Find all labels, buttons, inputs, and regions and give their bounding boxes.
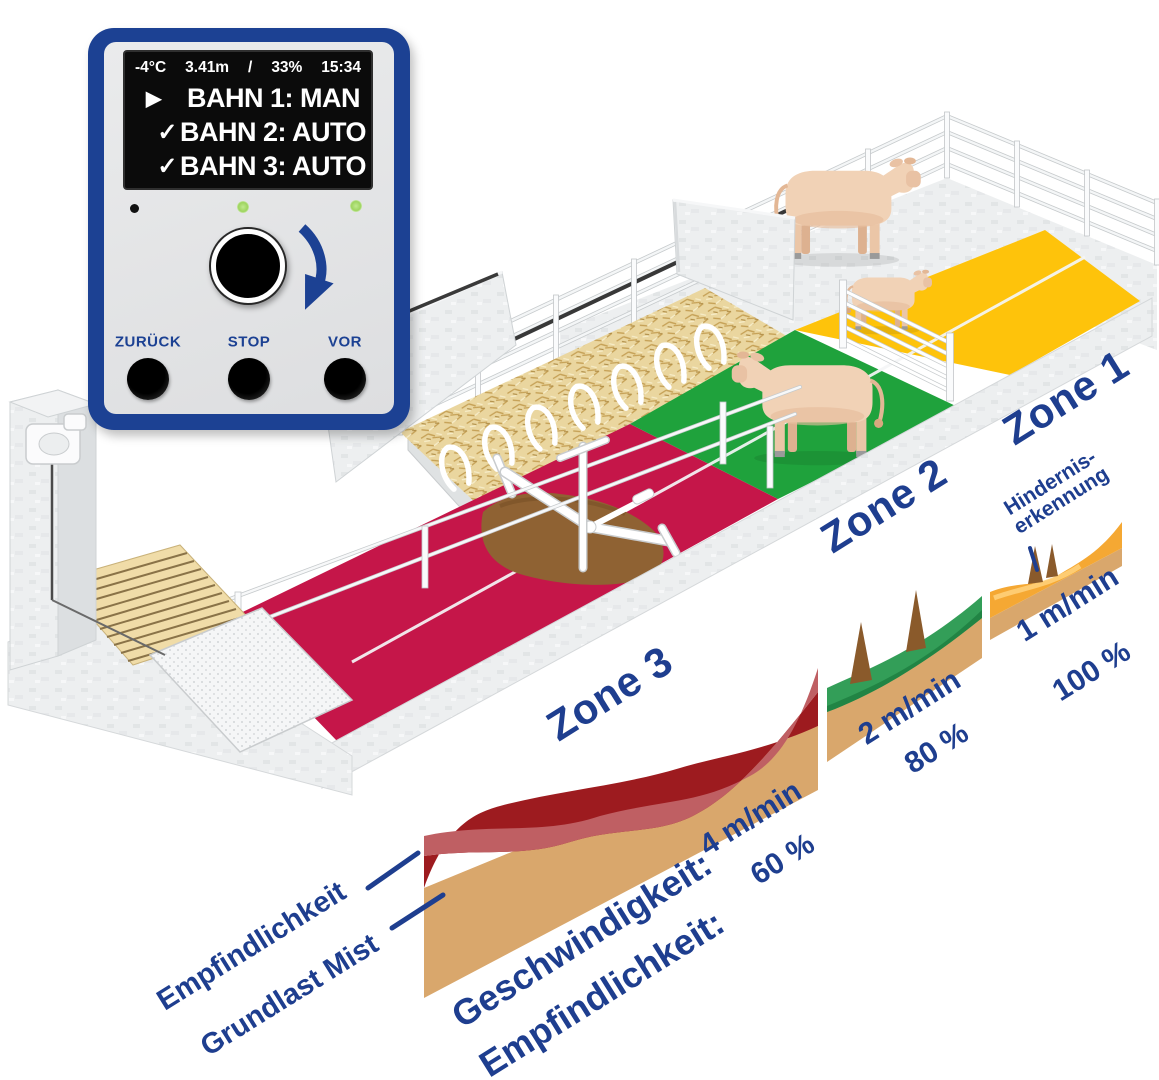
base-load-pointer-line — [389, 892, 446, 931]
display-status-bar: -4°C 3.41m / 33% 15:34 — [125, 52, 371, 77]
scraper-cable — [351, 255, 1086, 664]
lane-menu: ▶ BAHN 1: MAN ✓ BAHN 2: AUTO ✓ BAHN 3: A… — [125, 81, 371, 183]
sensitivity-pointer-line — [365, 850, 421, 891]
end-cross-wall — [672, 198, 796, 321]
manure-spike — [850, 622, 872, 684]
zone-divider-fence — [839, 279, 954, 402]
control-device: -4°C 3.41m / 33% 15:34 ▶ BAHN 1: MAN ✓ B… — [88, 28, 410, 430]
status-separator: / — [248, 59, 253, 76]
folding-scraper — [492, 453, 681, 558]
rotate-clockwise-arrow-icon — [298, 224, 334, 310]
control-device-face: -4°C 3.41m / 33% 15:34 ▶ BAHN 1: MAN ✓ B… — [104, 42, 394, 414]
green-layer-zone2 — [827, 596, 982, 712]
pointer-lines — [365, 546, 1039, 931]
back-button-label: ZURÜCK — [114, 333, 182, 351]
menu-row-lane3[interactable]: ✓ BAHN 3: AUTO — [125, 149, 371, 183]
manure-cross-section — [424, 522, 1122, 998]
cubicle-divider-loops — [438, 323, 727, 492]
front-fence — [193, 385, 802, 657]
forward-button[interactable] — [324, 358, 366, 400]
menu-row-lane2[interactable]: ✓ BAHN 2: AUTO — [125, 115, 371, 149]
scraper-guide-portal — [556, 436, 610, 573]
lane1-mode-label: BAHN 1: MAN — [187, 82, 361, 113]
clock-readout: 15:34 — [321, 59, 361, 76]
rotary-knob[interactable] — [209, 227, 287, 305]
base-load-layer-zone2 — [827, 618, 982, 762]
orange-layer-zone1 — [990, 522, 1122, 618]
obstacle-pointer-line — [1028, 546, 1039, 572]
forward-button-label: VOR — [327, 333, 363, 351]
status-dot — [130, 204, 139, 213]
manure-spike — [906, 590, 926, 652]
manure-spike — [1046, 544, 1058, 578]
checkmark-icon: ✓ — [157, 118, 177, 146]
selection-cursor-icon: ▶ — [146, 87, 161, 110]
stop-button-label: STOP — [227, 333, 271, 351]
left-end-structure — [7, 389, 354, 796]
green-led-icon — [237, 201, 249, 213]
distance-readout: 3.41m — [185, 59, 230, 76]
checkmark-icon: ✓ — [157, 152, 177, 180]
lane3-mode-label: BAHN 3: AUTO — [180, 150, 367, 181]
temperature-readout: -4°C — [135, 59, 167, 76]
rotary-knob-face[interactable] — [211, 229, 285, 303]
scraper-ramp — [148, 607, 354, 753]
stop-button[interactable] — [228, 358, 270, 400]
base-load-layer-zone1 — [990, 548, 1122, 640]
green-led-icon — [350, 200, 362, 212]
winch-pillar — [8, 389, 166, 671]
menu-row-lane1[interactable]: ▶ BAHN 1: MAN — [125, 81, 371, 115]
rosy-layer-zone3 — [424, 668, 818, 856]
lane2-mode-label: BAHN 2: AUTO — [180, 116, 367, 147]
back-button[interactable] — [127, 358, 169, 400]
percent-readout: 33% — [271, 59, 303, 76]
zone1-floor — [795, 230, 1140, 375]
device-display: -4°C 3.41m / 33% 15:34 ▶ BAHN 1: MAN ✓ B… — [123, 50, 373, 190]
